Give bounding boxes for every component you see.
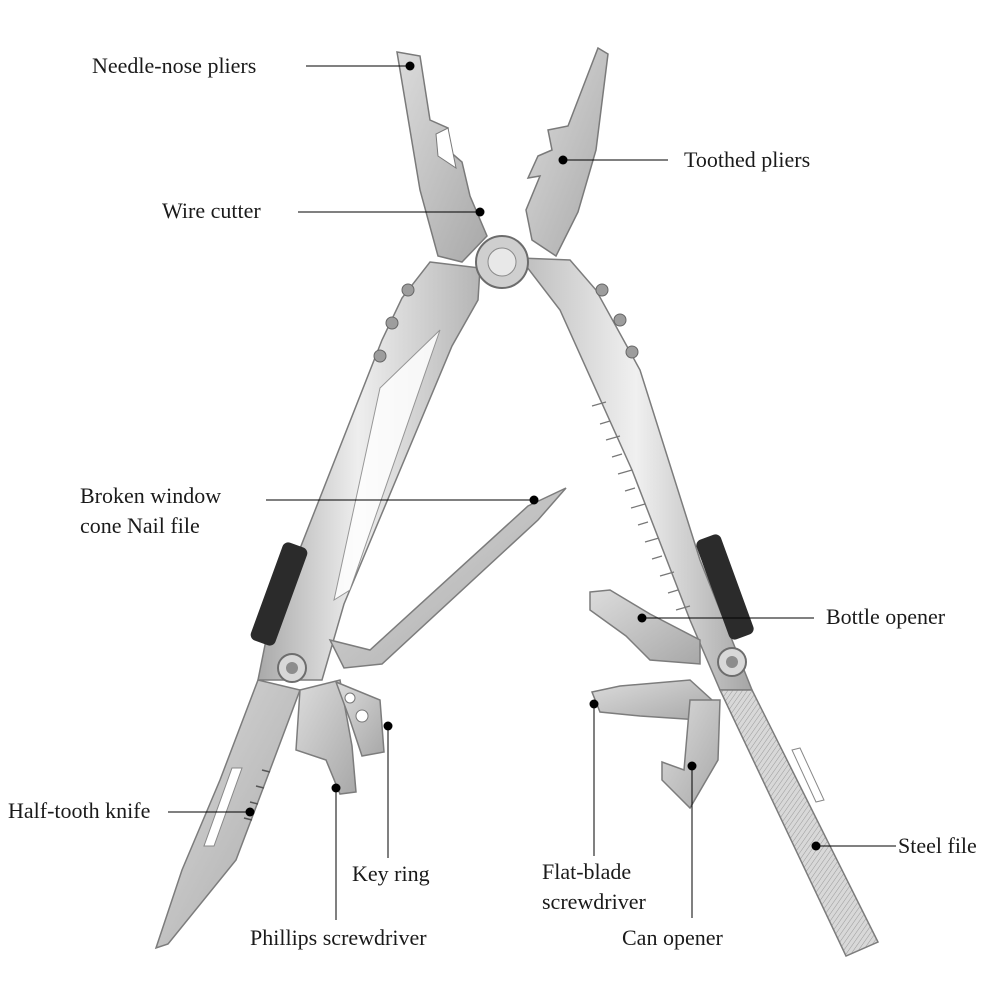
leader-dots (245, 61, 821, 851)
label-needle-nose-pliers: Needle-nose pliers (92, 53, 257, 78)
half-tooth-knife (154, 679, 302, 950)
bottle-and-can-opener-tools (589, 589, 721, 810)
label-toothed-pliers: Toothed pliers (684, 147, 811, 172)
label-flat-blade-line1: Flat-blade (542, 859, 632, 884)
left-handle (250, 261, 481, 683)
toothed-jaw (525, 46, 609, 258)
label-broken-window-line2: cone Nail file (80, 513, 200, 538)
label-half-tooth-knife: Half-tooth knife (8, 798, 151, 823)
label-key-ring: Key ring (352, 861, 430, 886)
label-can-opener: Can opener (622, 925, 723, 950)
label-wire-cutter: Wire cutter (162, 198, 261, 223)
pivot-bolt (475, 235, 529, 289)
label-broken-window-line1: Broken window (80, 483, 222, 508)
label-steel-file: Steel file (898, 833, 977, 858)
leader-lines (168, 65, 896, 920)
label-bottle-opener: Bottle opener (826, 604, 946, 629)
label-phillips-screwdriver: Phillips screwdriver (250, 925, 427, 950)
steel-file (718, 689, 880, 957)
label-flat-blade-line2: screwdriver (542, 889, 646, 914)
phillips-and-key-ring-tools (295, 679, 385, 795)
needle-nose-jaw (396, 51, 488, 263)
window-breaker-spike (328, 487, 567, 669)
